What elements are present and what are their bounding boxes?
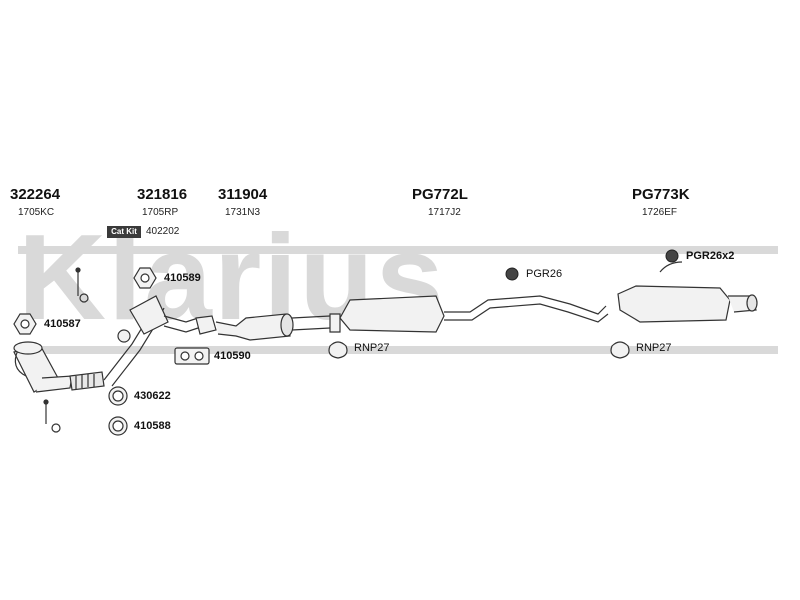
- fitting-label-rnp27-b: RNP27: [636, 342, 672, 354]
- fitting-label-410589: 410589: [164, 272, 201, 284]
- watermark-bar-bottom: [18, 346, 778, 354]
- front-pipe: [103, 295, 199, 387]
- part-number-321816: 321816: [137, 186, 188, 203]
- fitting-label-410587: 410587: [44, 318, 81, 330]
- cat-kit-badge: Cat Kit: [107, 226, 141, 238]
- part-number-PG773K: PG773K: [632, 186, 690, 203]
- clamp-pgr26x2-icon: [665, 249, 679, 263]
- rubber-mount-rnp27-b-icon: [610, 341, 630, 359]
- part-code-1705KC: 1705KC: [18, 207, 55, 218]
- front-catalyst: [13, 341, 105, 393]
- rubber-mount-rnp27-a-icon: [328, 341, 348, 359]
- part-number-322264: 322264: [10, 186, 61, 203]
- bolt-upper: [75, 267, 89, 303]
- watermark-bar-top: [18, 246, 778, 254]
- fitting-label-410588: 410588: [134, 420, 171, 432]
- centre-catalyst: [195, 313, 341, 341]
- centre-silencer: [339, 295, 609, 333]
- fitting-label-430622: 430622: [134, 390, 171, 402]
- fitting-label-pgr26x2: PGR26x2: [686, 250, 735, 262]
- rear-silencer: [617, 261, 758, 323]
- part-number-PG772L: PG772L: [412, 186, 468, 203]
- part-code-1731N3: 1731N3: [225, 207, 261, 218]
- cat-kit-code: 402202: [146, 226, 180, 237]
- gasket-410590-icon: [174, 347, 210, 365]
- bolt-lower: [43, 399, 61, 433]
- part-number-311904: 311904: [218, 186, 268, 203]
- part-code-1717J2: 1717J2: [428, 207, 461, 218]
- part-code-1726EF: 1726EF: [642, 207, 678, 218]
- part-code-1705RP: 1705RP: [142, 207, 179, 218]
- clamp-pgr26-icon: [505, 267, 519, 281]
- fitting-label-rnp27-a: RNP27: [354, 342, 390, 354]
- fitting-label-pgr26: PGR26: [526, 268, 563, 280]
- fitting-label-410590: 410590: [214, 350, 251, 362]
